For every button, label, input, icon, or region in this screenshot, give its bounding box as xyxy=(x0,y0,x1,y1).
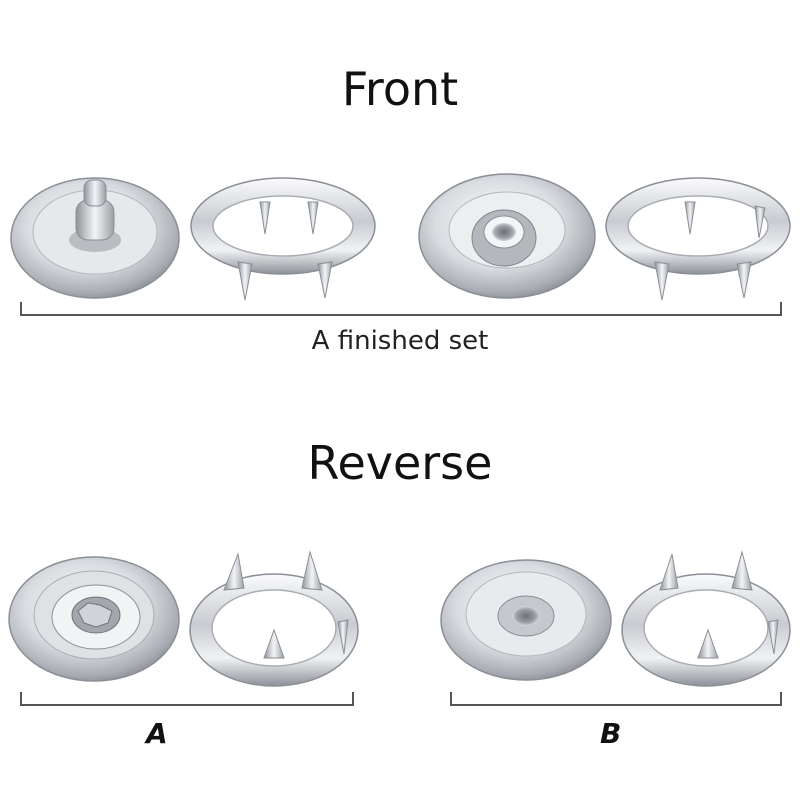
set-b-label: B xyxy=(600,717,622,750)
snap-socket-cap-image xyxy=(418,173,596,299)
set-b-bracket xyxy=(450,692,782,706)
stud-back-image xyxy=(8,556,180,682)
set-a-bracket xyxy=(20,692,354,706)
prong-ring-front-image-2 xyxy=(605,177,791,301)
reverse-heading: Reverse xyxy=(307,436,493,490)
prong-ring-back-b-image xyxy=(621,550,791,687)
prong-ring-front-image xyxy=(190,177,376,301)
set-a-label: A xyxy=(146,717,168,750)
finished-set-caption: A finished set xyxy=(311,326,489,356)
socket-back-image xyxy=(440,559,612,681)
prong-ring-back-a-image xyxy=(189,550,359,687)
finished-set-bracket xyxy=(20,302,782,316)
snap-stud-cap-image xyxy=(10,177,180,299)
front-heading: Front xyxy=(341,62,459,116)
